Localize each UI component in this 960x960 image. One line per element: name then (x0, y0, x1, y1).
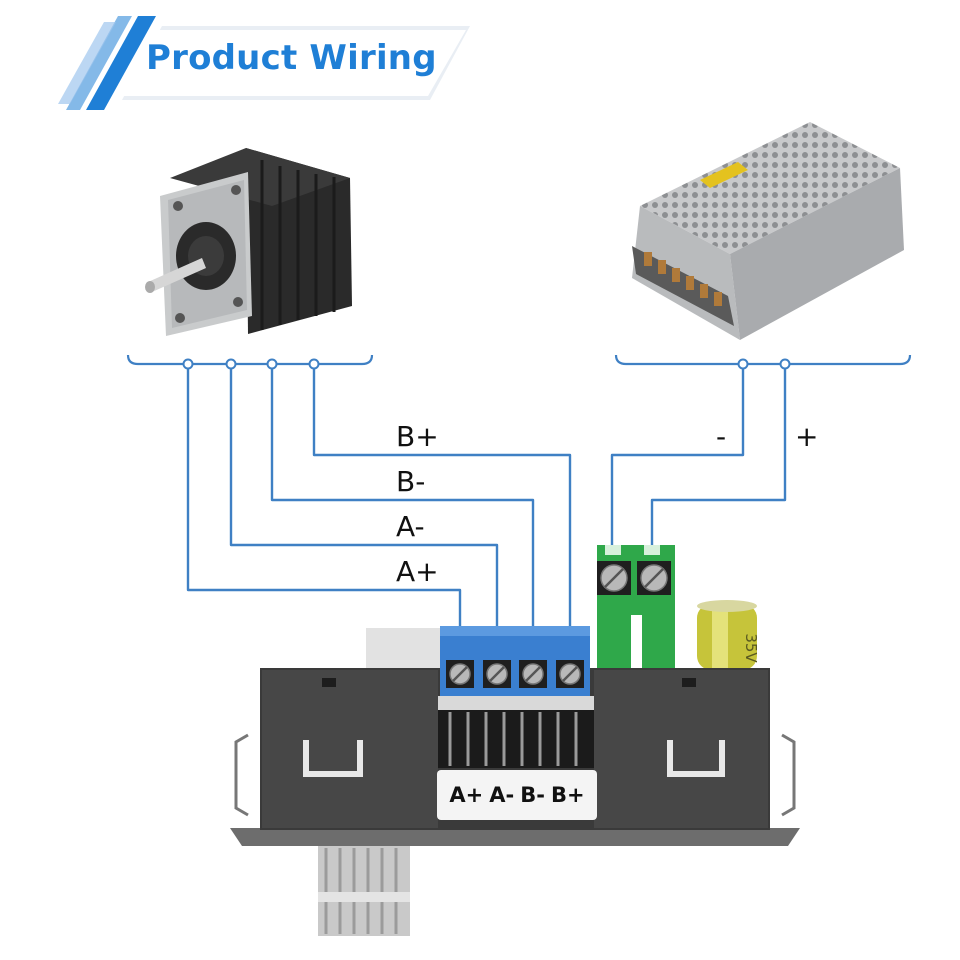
power-terminal-screws (597, 561, 671, 595)
wire-label-b-minus: B- (396, 465, 426, 498)
junction-dot (182, 358, 194, 370)
capacitor (697, 600, 757, 670)
wire-a-minus (229, 364, 499, 630)
terminal-screw (597, 561, 631, 595)
terminal-label-b-minus: B- (520, 783, 545, 807)
header-banner: Product Wiring (0, 0, 520, 120)
terminal-screw (556, 660, 584, 688)
terminal-label-a-plus: A+ (449, 783, 484, 807)
page-title: Product Wiring (146, 38, 437, 78)
motor-terminal-screws (446, 660, 584, 688)
wire-label-a-plus: A+ (396, 555, 439, 588)
wire-positive (650, 364, 787, 545)
motor-bus-line (126, 354, 374, 366)
power-supply-image (632, 122, 904, 340)
controller-module-image (230, 545, 800, 936)
terminal-screw (483, 660, 511, 688)
banner-stripes (58, 16, 470, 110)
wires (186, 364, 787, 630)
wire-a-plus (186, 364, 462, 630)
junction-dot (266, 358, 278, 370)
terminal-label-b-plus: B+ (550, 783, 585, 807)
terminal-label-a-minus: A- (489, 783, 515, 807)
wire-label-a-minus: A- (396, 510, 425, 543)
junction-dot (737, 358, 749, 370)
wire-label-b-plus: B+ (396, 420, 439, 453)
junction-dot (308, 358, 320, 370)
wire-b-plus (312, 364, 572, 630)
wire-negative (610, 364, 745, 545)
terminal-screw (446, 660, 474, 688)
junction-dot (225, 358, 237, 370)
stepper-motor-image (145, 148, 352, 336)
capacitor-marking: 35V (742, 633, 760, 663)
bus-lines (126, 354, 912, 366)
junction-dot (779, 358, 791, 370)
terminal-screw (637, 561, 671, 595)
wire-label-positive: + (795, 420, 819, 453)
rotary-knob (318, 846, 410, 936)
power-bus-line (614, 354, 912, 366)
wire-label-negative: - (716, 420, 727, 453)
power-terminal-block (597, 545, 675, 668)
terminal-screw (519, 660, 547, 688)
wire-junctions (182, 358, 791, 370)
terminal-label-strip: A+ A- B- B+ (437, 770, 597, 820)
wire-b-minus (270, 364, 535, 630)
